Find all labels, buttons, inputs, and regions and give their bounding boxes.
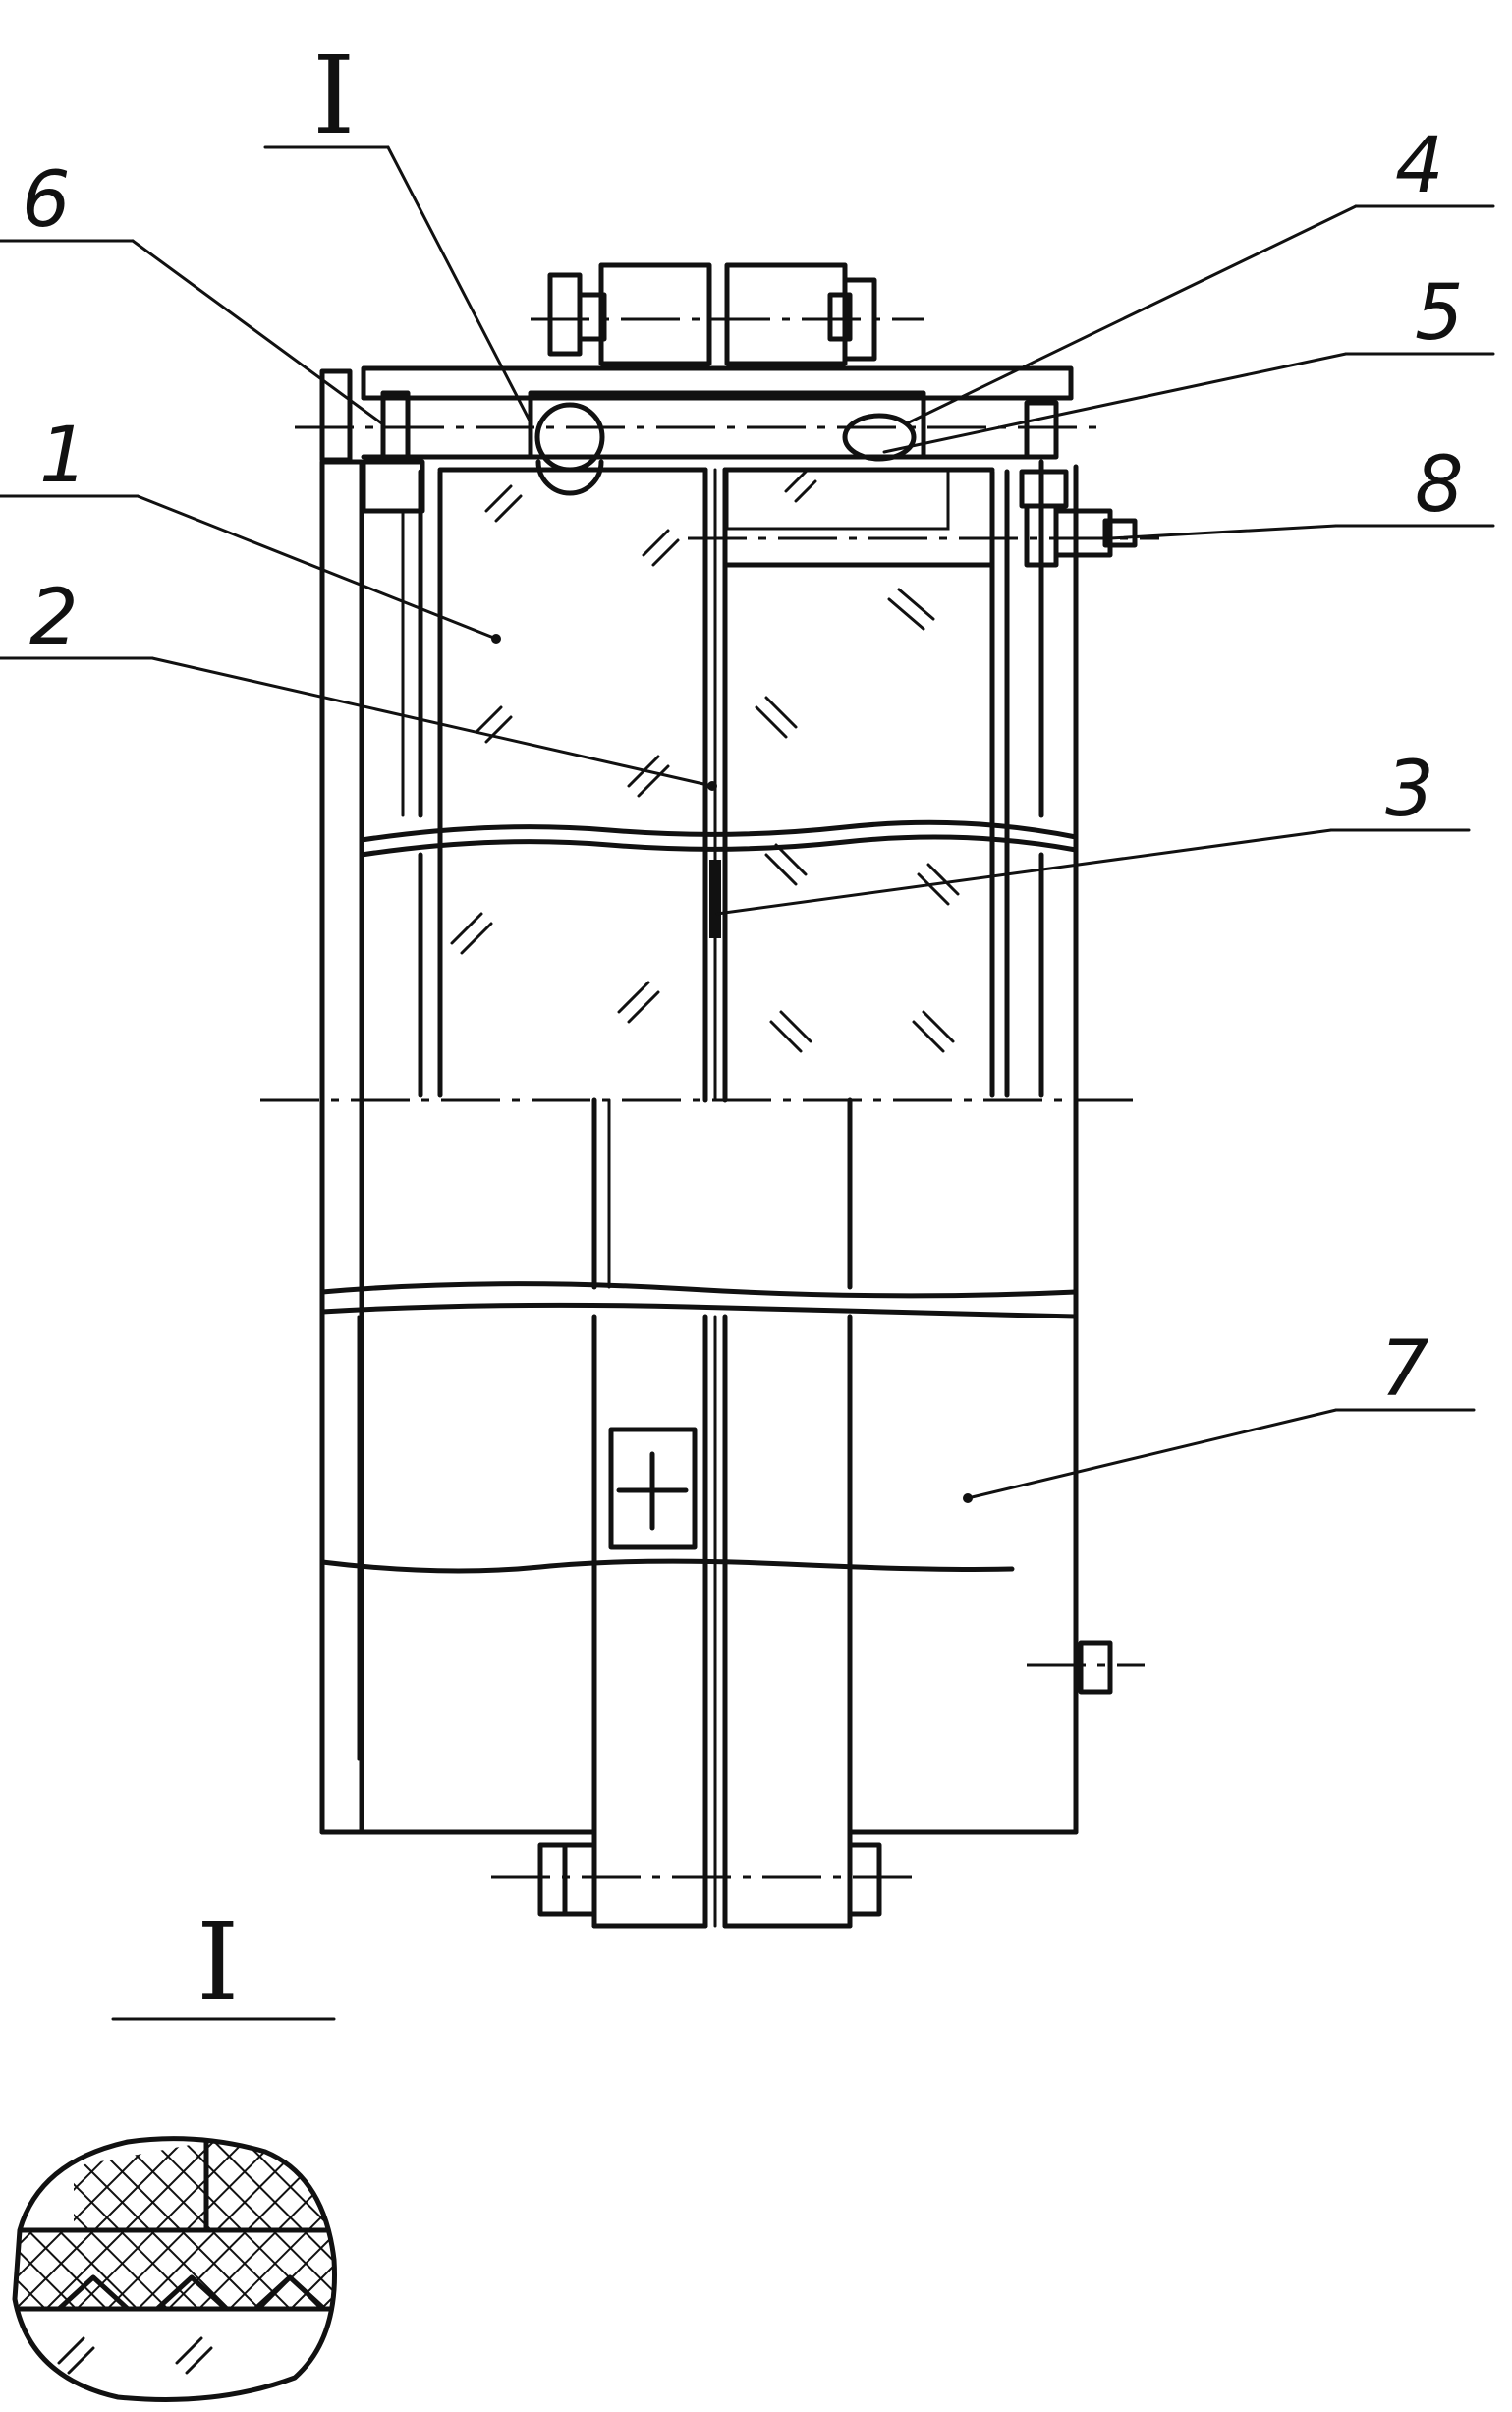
part-labels: I 4 6 5 1 8 2 3 7 I — [22, 32, 1464, 2025]
right-frame — [688, 459, 1159, 1835]
label-detail-I-top: I — [312, 32, 355, 158]
label-part-5: 5 — [1415, 269, 1464, 358]
label-part-3: 3 — [1385, 746, 1434, 834]
glass-panels — [359, 467, 1079, 1103]
top-bolt-assembly — [531, 262, 924, 366]
label-part-7: 7 — [1380, 1325, 1429, 1414]
detail-view-I — [12, 2136, 337, 2402]
left-frame — [319, 459, 443, 1835]
top-flange — [295, 365, 1100, 496]
label-part-8: 8 — [1415, 441, 1464, 530]
label-part-4: 4 — [1395, 122, 1444, 210]
lower-body — [319, 1097, 1145, 1929]
label-detail-I-bottom: I — [196, 1899, 239, 2025]
label-part-1: 1 — [39, 412, 88, 500]
label-part-2: 2 — [29, 574, 79, 662]
leader-lines — [0, 145, 1495, 2021]
label-part-6: 6 — [22, 156, 71, 245]
